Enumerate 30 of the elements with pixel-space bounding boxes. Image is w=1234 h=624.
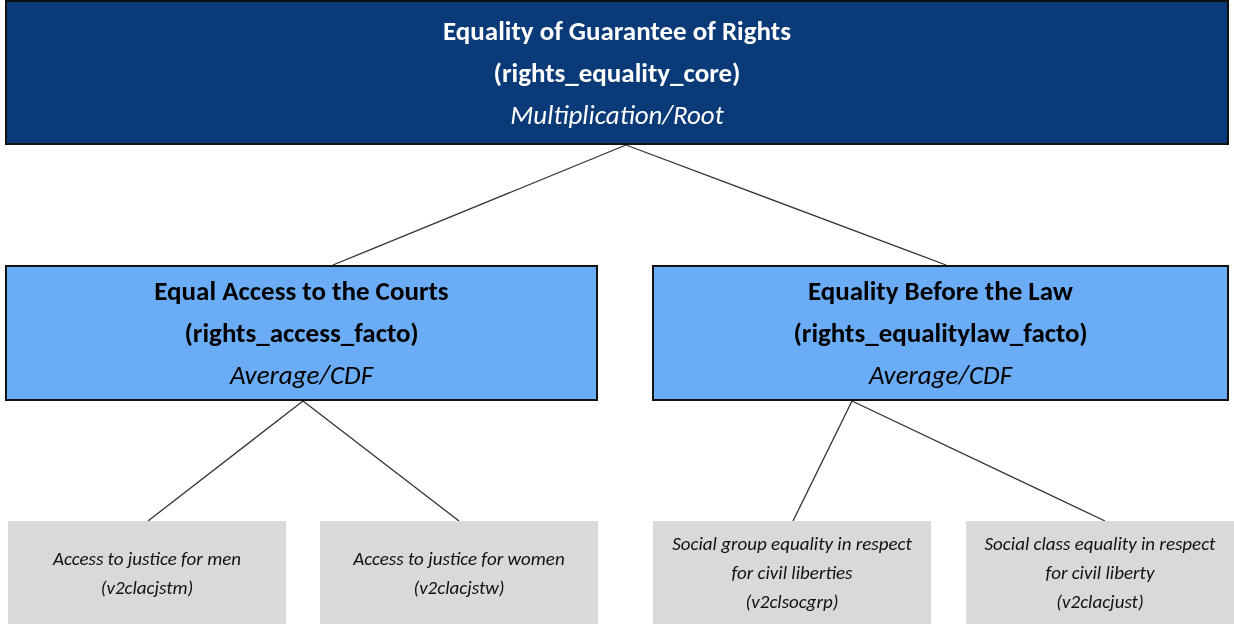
indicator-box: [653, 521, 931, 624]
index-box: [652, 265, 1229, 401]
index-code: (rights_access_facto): [184, 315, 419, 351]
connector-line: [625, 144, 947, 266]
variable-code: (v2clacjstw): [413, 574, 505, 601]
index-box: [5, 265, 598, 401]
index-code: (rights_equality_core): [493, 54, 741, 91]
variable-code: (v2clacjstm): [100, 574, 194, 601]
aggregation-method: Average/CDF: [229, 357, 374, 393]
aggregation-method: Average/CDF: [868, 357, 1013, 393]
connector-line: [302, 400, 460, 522]
connector-line: [792, 400, 853, 522]
indicator-box: [320, 521, 598, 624]
indicator-name: Social class equality in respect for civil liberty: [983, 531, 1217, 586]
indicator-name: Access to justice for women: [353, 545, 565, 572]
index-title: Equality of Guarantee of Rights: [443, 12, 791, 49]
indicator-name: Access to justice for men: [52, 545, 242, 572]
indicator-name: Social group equality in respect for civil liberties: [671, 531, 913, 586]
indicator-box: [8, 521, 286, 624]
connector-line: [851, 400, 1106, 522]
index-title: Equal Access to the Courts: [154, 273, 449, 309]
connector-line: [332, 144, 627, 266]
connector-line: [147, 400, 304, 522]
index-code: (rights_equalitylaw_facto): [793, 315, 1088, 351]
variable-code: (v2clacjust): [1056, 589, 1144, 615]
index-title: Equality Before the Law: [808, 273, 1073, 309]
variable-code: (v2clsocgrp): [745, 589, 839, 615]
aggregation-method: Multiplication/Root: [510, 96, 724, 133]
indicator-box: [966, 521, 1234, 624]
index-box: [5, 0, 1229, 145]
